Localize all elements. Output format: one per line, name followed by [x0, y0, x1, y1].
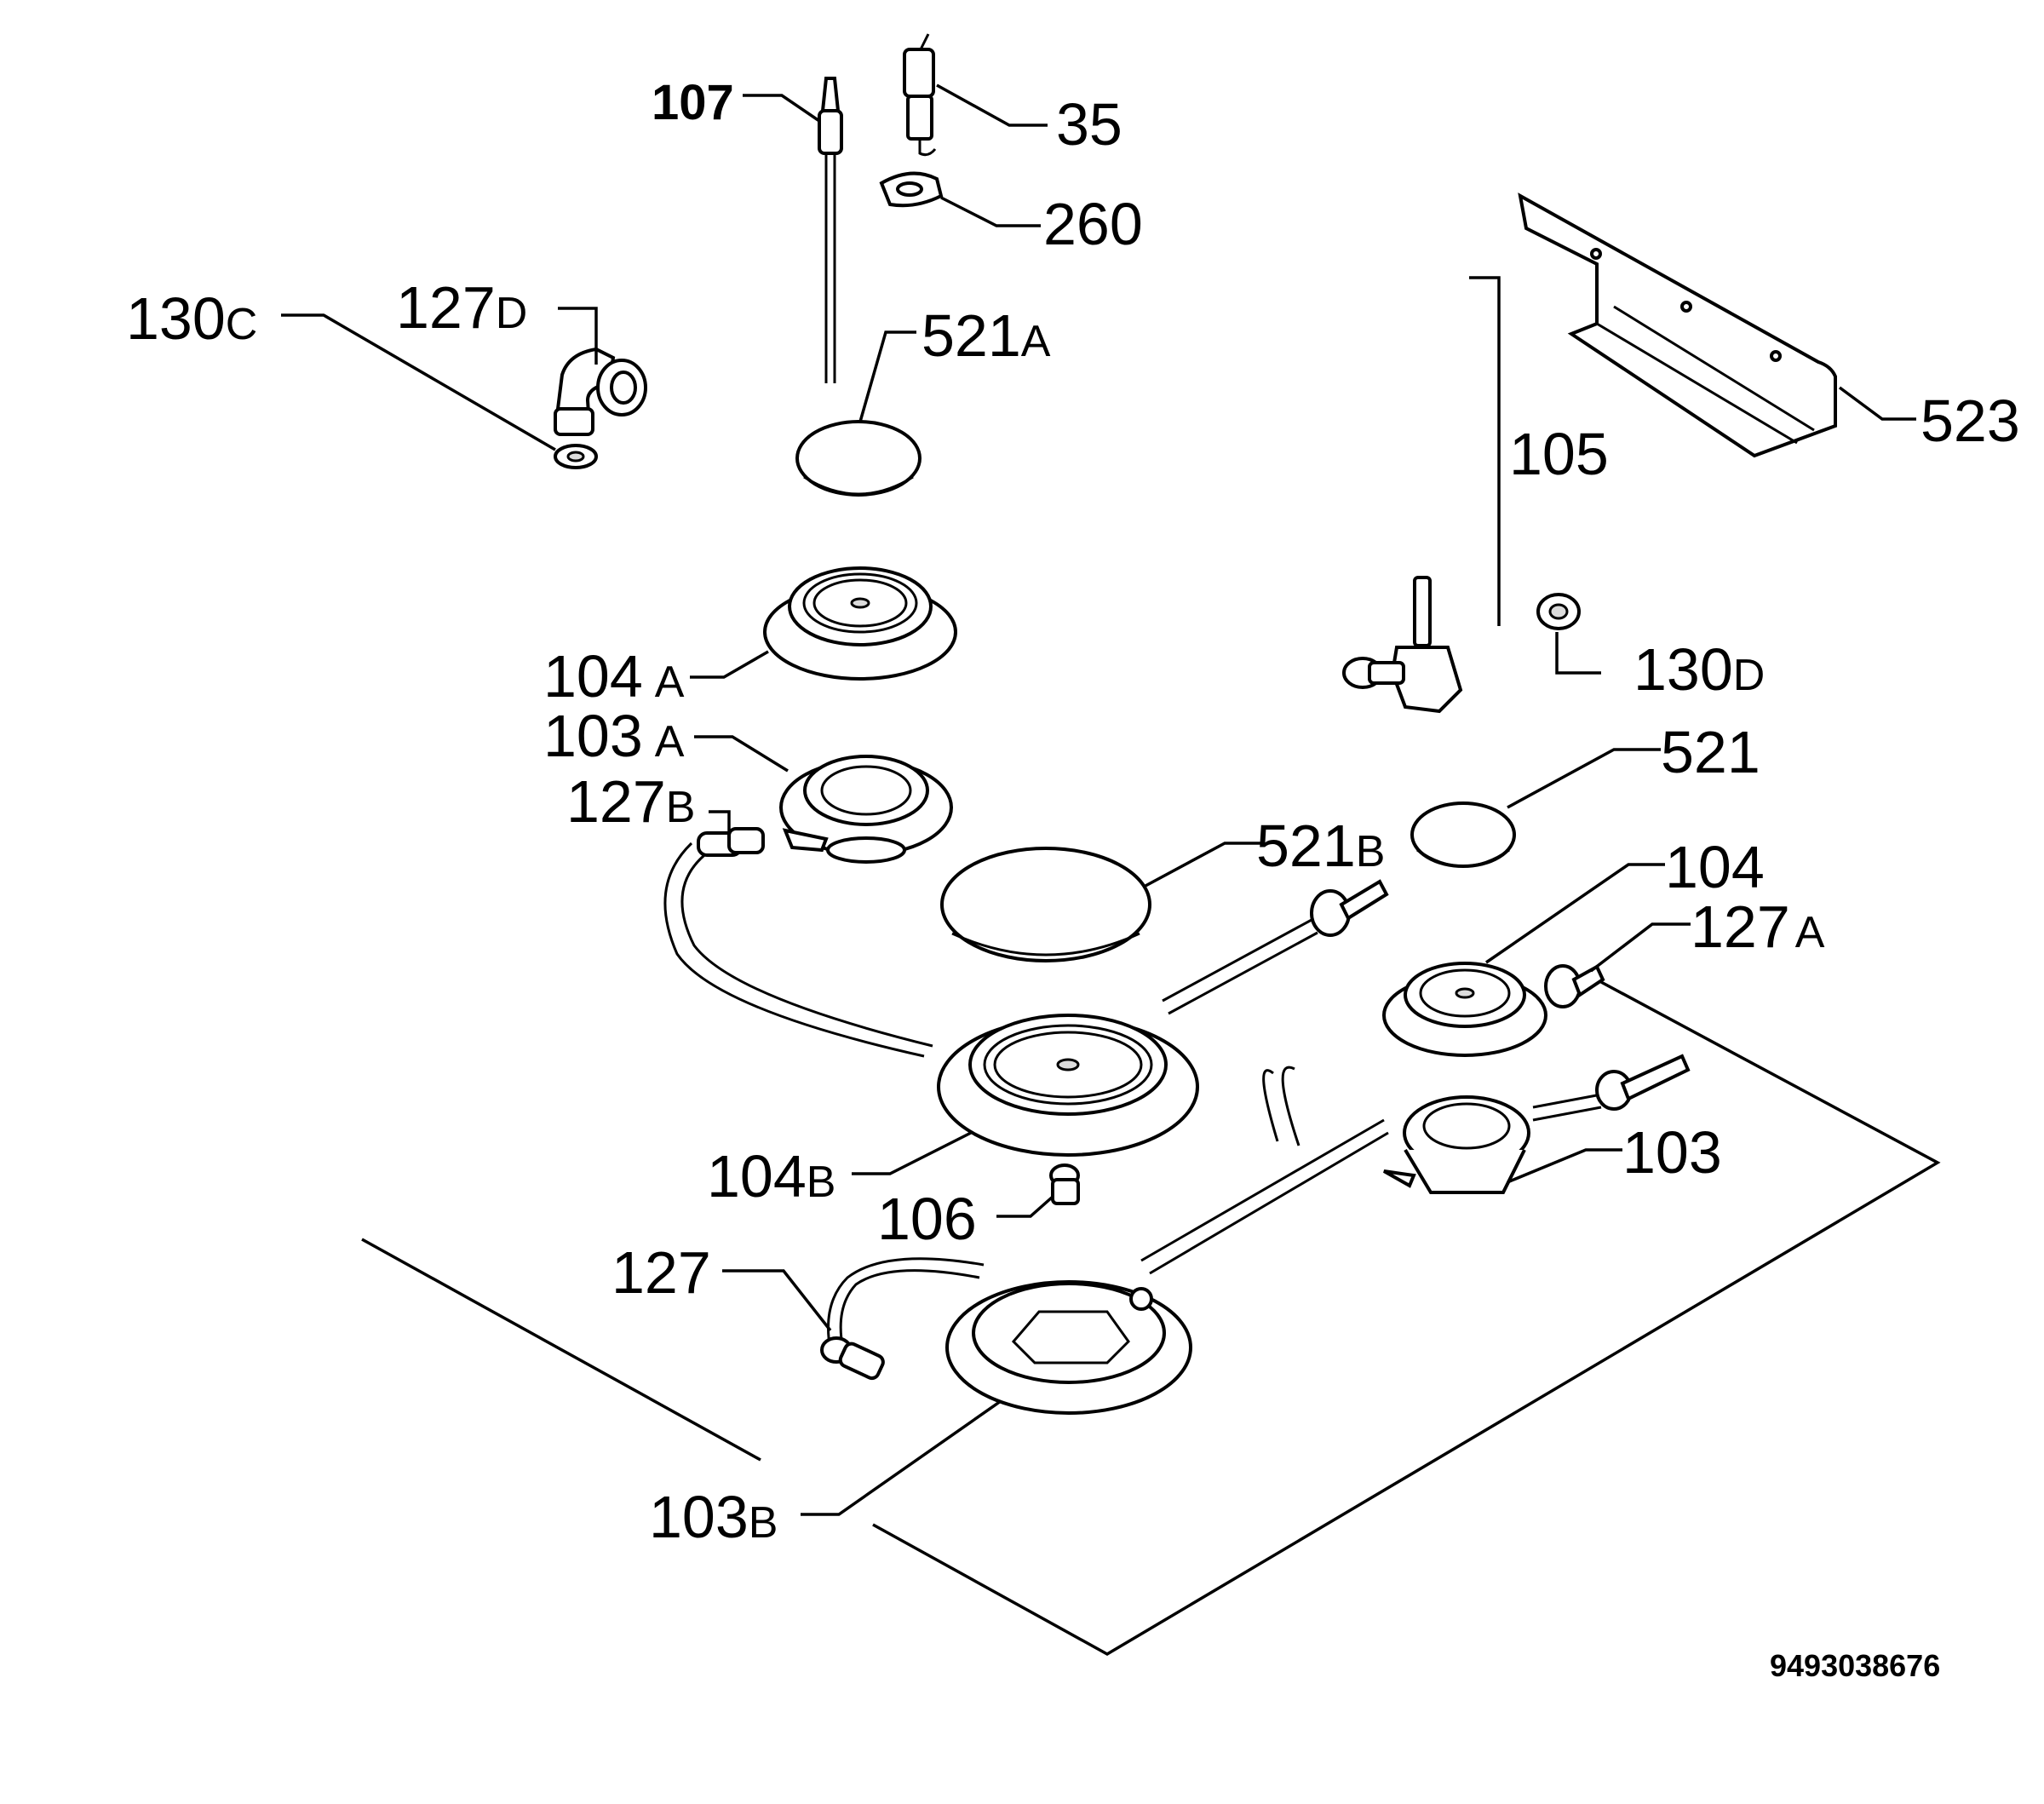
part-103A-burner-body: [779, 755, 953, 864]
part-labels: 107 35 260 130C 127D 521A 523 105 130D 1…: [126, 75, 2020, 1550]
part-104A-burner-crown: [763, 566, 957, 681]
document-number: 9493038676: [1770, 1648, 1940, 1683]
label-127D: 127D: [396, 274, 527, 341]
label-521: 521: [1661, 719, 1760, 785]
label-106: 106: [877, 1186, 977, 1252]
part-523-bracket: [1518, 192, 1837, 458]
part-127-gas-pipe: [820, 1257, 985, 1381]
label-105: 105: [1509, 421, 1609, 487]
part-104B-burner-crown: [937, 1014, 1199, 1157]
part-35-ignition-electrode: [903, 33, 937, 157]
label-260: 260: [1043, 191, 1143, 257]
part-130D-washer: [1536, 593, 1581, 630]
part-127B-gas-pipe: [663, 827, 933, 1058]
label-521A: 521A: [922, 302, 1051, 369]
label-127B: 127B: [566, 768, 695, 835]
part-521A-burner-cap: [795, 420, 922, 497]
label-130C: 130C: [126, 285, 257, 352]
part-106-injector: [1049, 1163, 1080, 1205]
label-104: 104: [1665, 834, 1765, 900]
label-103: 103: [1622, 1119, 1722, 1186]
part-521-burner-cap: [1410, 801, 1516, 868]
part-127D-elbow-fitting: [554, 347, 647, 436]
part-104-burner-crown: [1382, 962, 1547, 1057]
hob-outline: [361, 980, 1941, 1657]
part-103-burner-body: [1262, 1054, 1691, 1194]
part-521B-burner-cap: [940, 847, 1151, 962]
part-107-thermocouple: [818, 77, 843, 383]
part-127A-fitting: [1544, 964, 1605, 1008]
gas-pipe-lower: [1140, 1118, 1389, 1275]
label-35: 35: [1056, 91, 1122, 158]
part-260-clip: [879, 171, 944, 208]
part-105-gas-tap: [1342, 576, 1463, 714]
leader-lines: [281, 83, 1916, 1516]
part-103B-burner-body: [945, 1280, 1192, 1415]
label-521B: 521B: [1256, 813, 1385, 879]
label-104B: 104B: [707, 1143, 835, 1209]
label-127: 127: [611, 1239, 711, 1306]
part-130C-washer: [554, 444, 598, 469]
label-107: 107: [652, 75, 734, 130]
label-103B: 103B: [649, 1484, 778, 1550]
gas-pipe-upper-right: [1162, 879, 1389, 1015]
label-523: 523: [1921, 388, 2020, 454]
label-130D: 130D: [1633, 636, 1765, 703]
